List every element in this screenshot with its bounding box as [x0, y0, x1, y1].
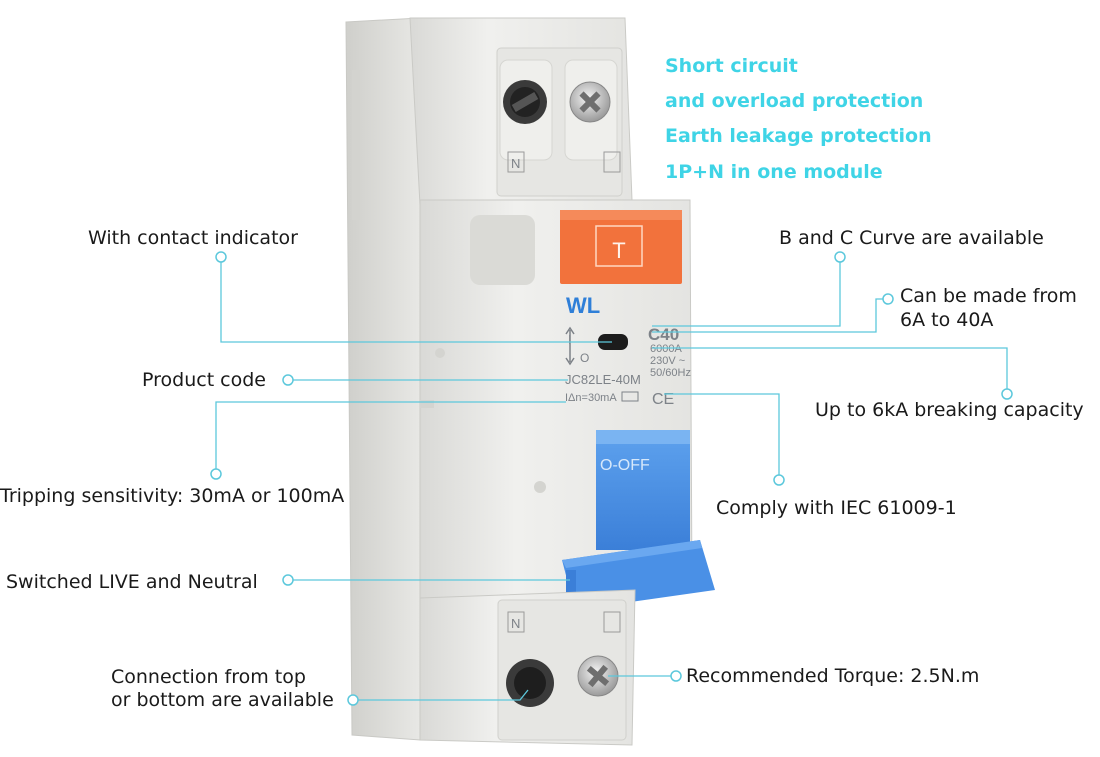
upper-left-screw-icon: [503, 80, 547, 124]
upper-right-screw-icon: [569, 81, 611, 123]
side-slot: [420, 400, 434, 408]
dot-connection: [347, 694, 359, 706]
brand-logo: WL: [566, 293, 600, 318]
callout-tripping-sensitivity: Tripping sensitivity: 30mA or 100mA: [0, 485, 345, 507]
callout-contact-indicator: With contact indicator: [88, 227, 298, 249]
ce-mark: CE: [652, 391, 674, 408]
test-button[interactable]: T: [560, 210, 682, 284]
callout-product-code: Product code: [142, 369, 267, 391]
dot-contact-indicator: [215, 251, 227, 263]
leader-dots: [210, 251, 1013, 706]
callout-rating-line2: 6A to 40A: [900, 309, 994, 331]
lower-live-mark: [603, 611, 621, 633]
feature-short-circuit: Short circuit: [665, 55, 798, 77]
test-button-label: T: [612, 238, 625, 263]
callout-torque: Recommended Torque: 2.5N.m: [686, 665, 980, 687]
callout-curve: B and C Curve are available: [779, 227, 1044, 249]
leader-breaking: [652, 347, 1008, 394]
feature-module: 1P+N in one module: [665, 161, 883, 183]
toggle-label: O-OFF: [600, 457, 650, 474]
callout-breaking-capacity: Up to 6kA breaking capacity: [815, 399, 1084, 421]
feature-overload: and overload protection: [665, 90, 924, 112]
leader-sensitivity: [215, 401, 566, 474]
voltage-text: 230V ~: [650, 355, 685, 367]
dot-sensitivity: [210, 468, 222, 480]
dot-switched: [282, 574, 294, 586]
frequency-text: 50/60Hz: [650, 367, 691, 379]
callout-iec: Comply with IEC 61009-1: [716, 497, 957, 519]
front-window: [470, 215, 535, 285]
callout-switched: Switched LIVE and Neutral: [6, 571, 258, 593]
dot-rating: [882, 293, 894, 305]
dot-product-code: [282, 374, 294, 386]
housing-side-rib: [352, 70, 360, 220]
leader-rating: [652, 298, 888, 333]
sensitivity-text: IΔn=30mA: [565, 392, 617, 404]
upper-live-mark: [603, 151, 621, 173]
rivet-upper: [435, 348, 445, 358]
upper-neutral-mark: [507, 151, 525, 173]
callout-connection-line2: or bottom are available: [111, 689, 334, 711]
dot-iec: [773, 474, 785, 486]
rcd-type-symbol: [621, 391, 639, 402]
on-off-arrow-icon: [565, 326, 575, 366]
leader-connection: [353, 689, 529, 701]
contact-indicator-window: [598, 334, 628, 350]
lower-neutral-mark: [507, 611, 525, 633]
model-text: JC82LE-40M: [565, 372, 641, 387]
leader-lines: [215, 257, 1008, 701]
upper-neutral-mark-text: N: [511, 156, 520, 171]
leader-contact-indicator: [220, 257, 612, 343]
dot-curve: [834, 251, 846, 263]
feature-earth-leakage: Earth leakage protection: [665, 125, 932, 147]
dot-breaking: [1001, 388, 1013, 400]
callout-rating-line1: Can be made from: [900, 285, 1077, 307]
breaking-text: 6000A: [650, 343, 682, 355]
rating-text: C40: [648, 325, 679, 344]
leader-iec: [664, 393, 780, 480]
callout-connection-line1: Connection from top: [111, 666, 306, 688]
lower-left-screw-icon: [506, 659, 554, 707]
lower-right-screw-icon: [577, 655, 619, 697]
lower-neutral-mark-text: N: [511, 616, 520, 631]
off-mark: O: [580, 351, 589, 365]
leader-curve: [652, 257, 841, 327]
rivet-lower: [534, 481, 546, 493]
dot-torque: [670, 670, 682, 682]
